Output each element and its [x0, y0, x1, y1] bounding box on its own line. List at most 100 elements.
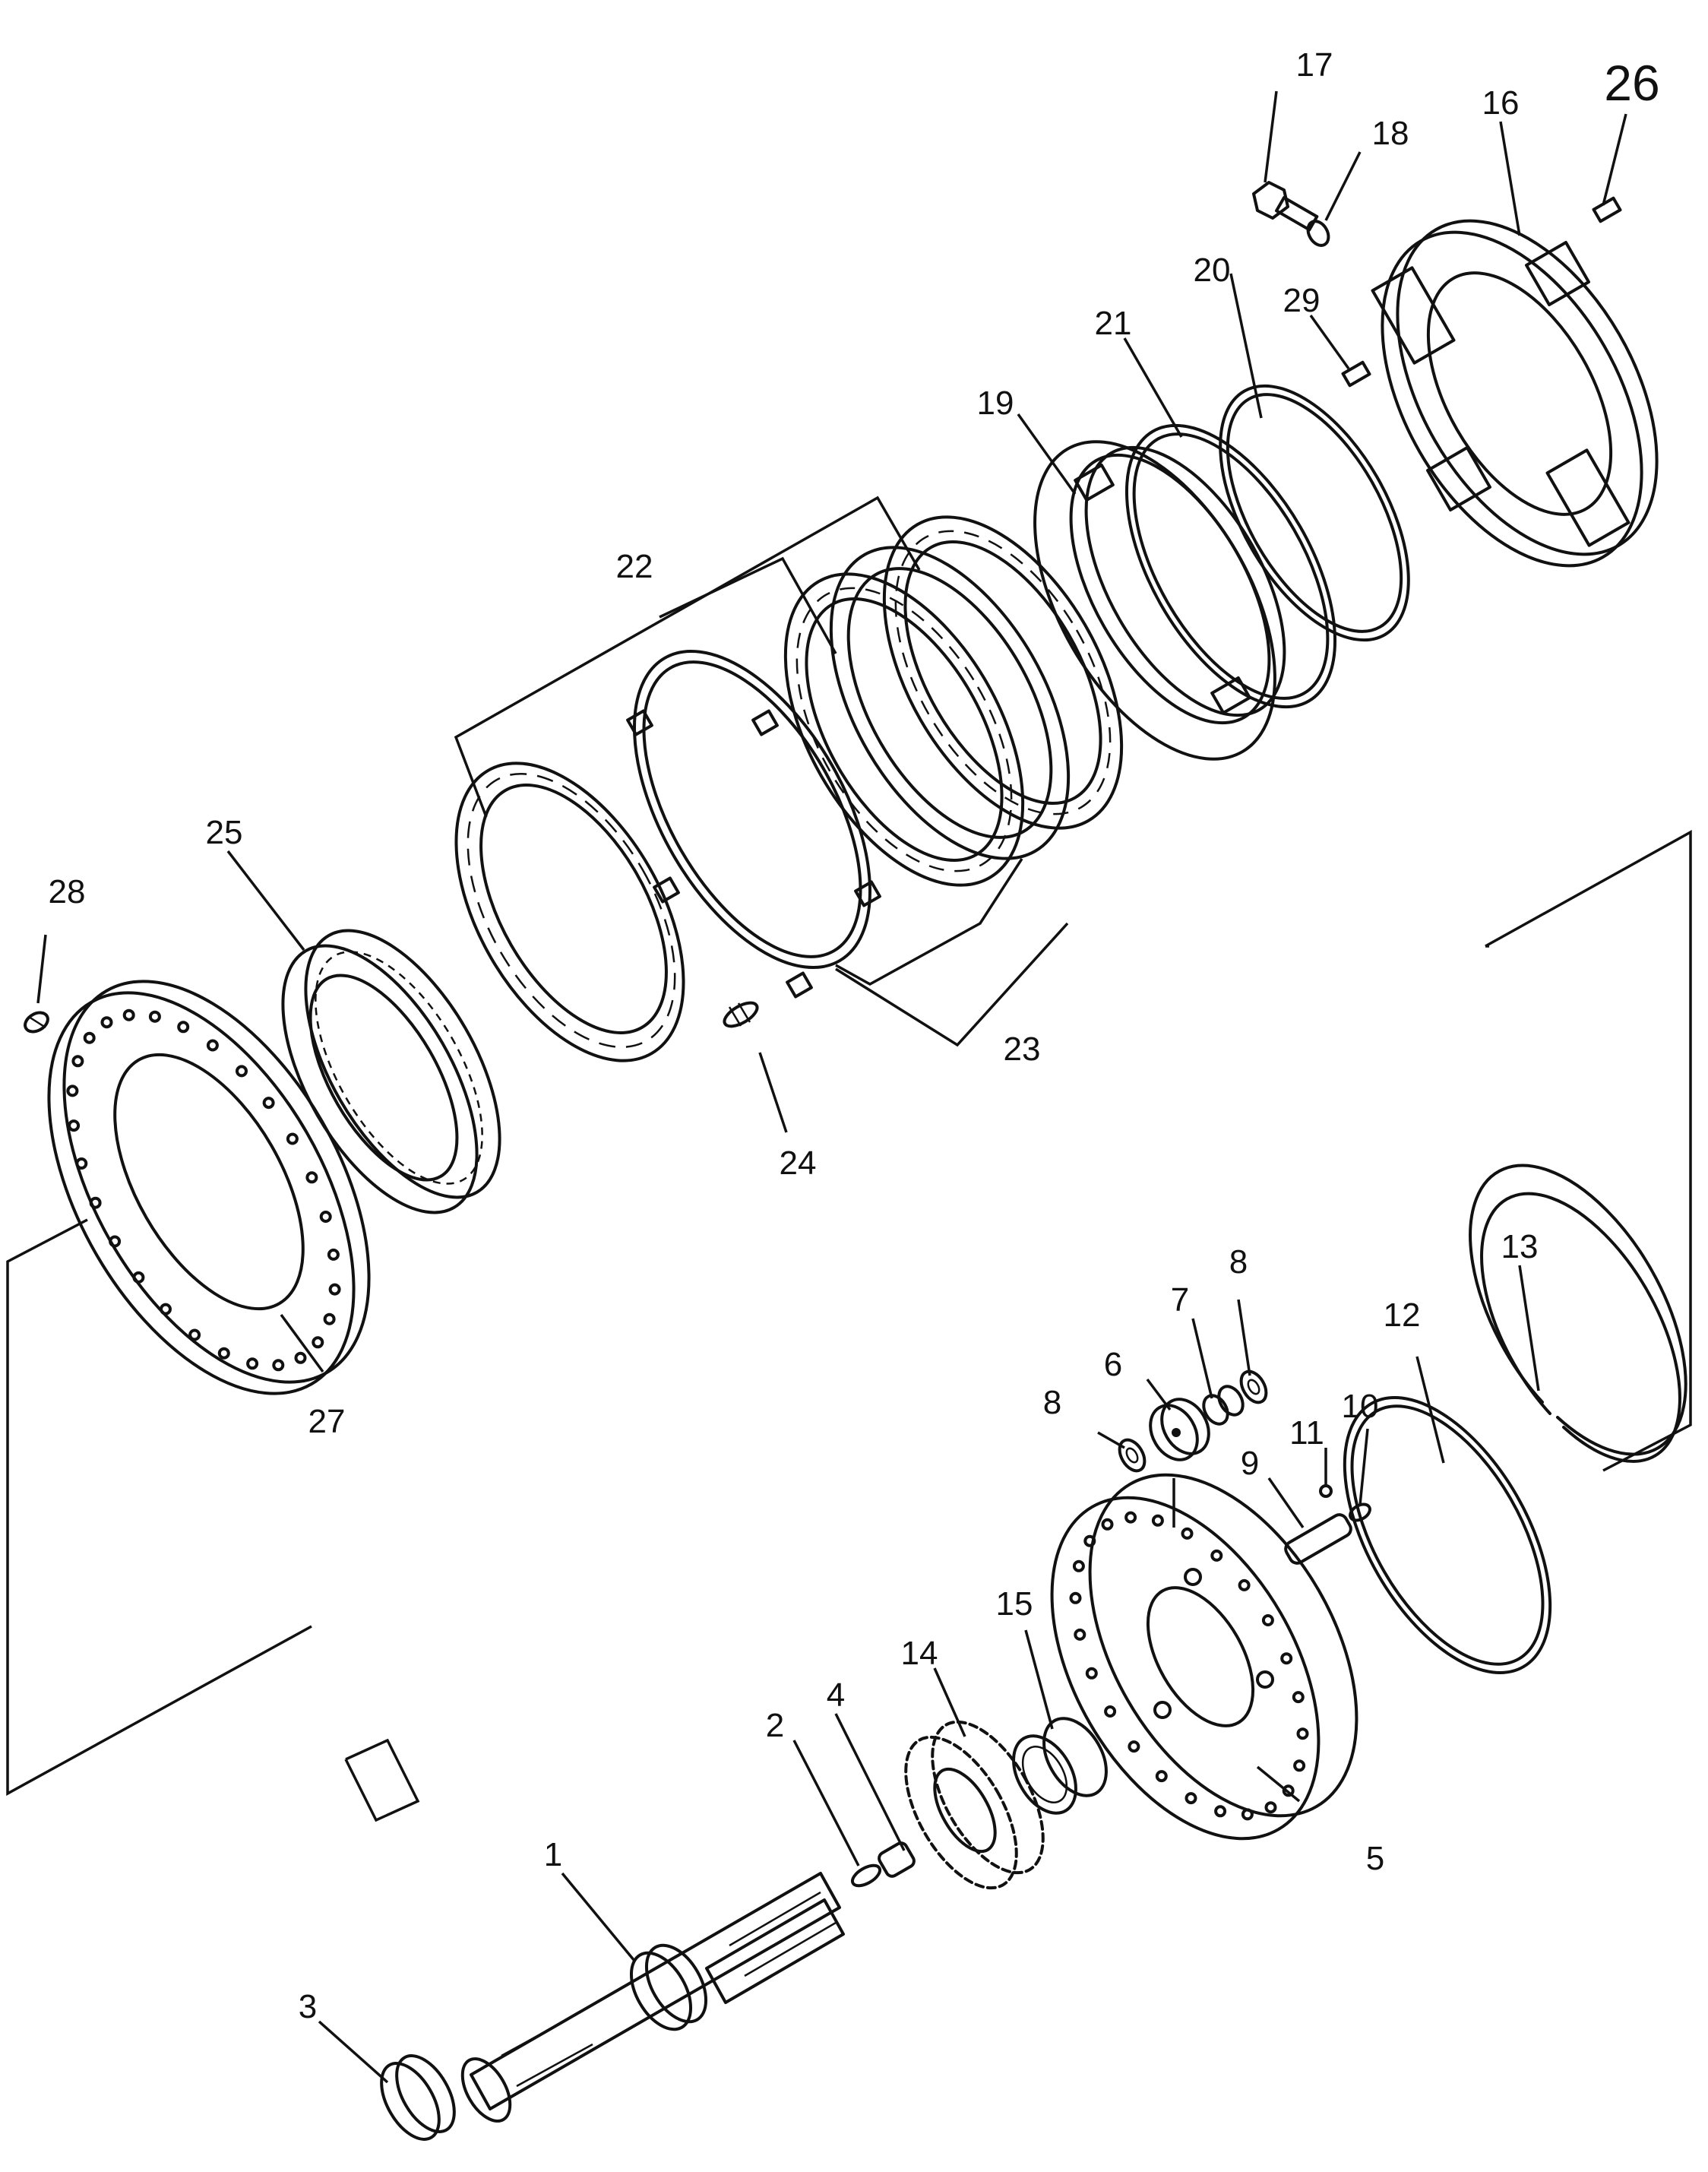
bolt-hole — [294, 1351, 307, 1364]
bolt-hole — [83, 1031, 96, 1044]
label-24: 24 — [780, 1145, 817, 1182]
bolt-hole — [75, 1157, 88, 1170]
label-10: 10 — [1342, 1388, 1379, 1425]
bolt-hole — [1238, 1578, 1251, 1591]
label-8a: 8 — [1043, 1384, 1061, 1421]
label-5: 5 — [1366, 1840, 1384, 1877]
part-14-gear — [904, 1720, 1045, 1890]
bolt-hole — [1280, 1652, 1293, 1665]
bolt-hole — [109, 1235, 122, 1248]
bolt-hole — [1128, 1740, 1140, 1753]
part-25-hub — [281, 929, 501, 1214]
bolt-hole — [122, 1008, 135, 1021]
label-25: 25 — [206, 814, 243, 851]
bolt-hole — [1292, 1691, 1305, 1704]
bolt-hole — [1261, 1614, 1274, 1626]
bolt-hole — [66, 1084, 79, 1097]
bolt-hole — [328, 1283, 341, 1296]
bolt-hole — [1181, 1527, 1194, 1540]
assembly-guide-lines — [6, 496, 1692, 1822]
part-19-housing — [1033, 440, 1286, 761]
label-4: 4 — [827, 1676, 845, 1714]
bolt-hole — [305, 1171, 318, 1184]
part-3-snap-ring — [380, 2054, 456, 2141]
bolt-hole — [319, 1211, 332, 1223]
bolt-hole — [1101, 1518, 1114, 1531]
label-7: 7 — [1171, 1281, 1189, 1319]
bolt-hole — [1069, 1591, 1082, 1604]
part-27-disc — [47, 980, 371, 1395]
callout-labels: 1 2 3 4 5 6 7 8 8 9 10 11 12 13 14 15 16… — [49, 46, 1660, 2025]
part-6-gear — [1149, 1398, 1210, 1461]
bolt-hole — [312, 1336, 324, 1349]
label-8b: 8 — [1229, 1243, 1248, 1281]
label-11: 11 — [1289, 1414, 1324, 1452]
bolt-hole — [1155, 1770, 1168, 1783]
part-28-plug — [24, 1011, 49, 1034]
part-22-ring — [626, 649, 881, 999]
label-20: 20 — [1194, 252, 1231, 289]
part-7-bearing — [1202, 1385, 1245, 1426]
label-16: 16 — [1482, 84, 1520, 122]
bolt-hole — [272, 1359, 285, 1372]
label-6: 6 — [1104, 1346, 1122, 1383]
label-14: 14 — [901, 1635, 938, 1672]
label-22: 22 — [616, 548, 653, 585]
label-9: 9 — [1241, 1445, 1259, 1482]
bolt-hole — [323, 1312, 336, 1325]
bolt-hole — [188, 1328, 201, 1341]
part-5-carrier-gear — [1050, 1473, 1358, 1841]
part-1-main-shaft — [460, 1872, 845, 2123]
bolt-hole — [1124, 1511, 1137, 1524]
bolt-hole — [246, 1357, 259, 1370]
part-29-pin — [1341, 360, 1371, 388]
label-28: 28 — [49, 873, 86, 910]
part-12-ring — [1343, 1396, 1552, 1674]
bolt-hole — [160, 1303, 172, 1316]
bolt-hole — [132, 1271, 145, 1284]
bolt-hole — [1151, 1514, 1164, 1527]
label-29: 29 — [1283, 282, 1321, 319]
part-8a-washer — [1118, 1438, 1147, 1473]
bolt-hole — [206, 1039, 219, 1052]
bolt-hole — [1282, 1784, 1295, 1797]
leader-lines — [36, 90, 1627, 2084]
bolt-hole — [1083, 1534, 1096, 1547]
part-15-bearing — [1012, 1717, 1108, 1815]
bolt-hole — [1296, 1727, 1309, 1740]
bolt-hole — [1085, 1667, 1098, 1680]
label-12: 12 — [1384, 1297, 1421, 1334]
label-23: 23 — [1004, 1031, 1041, 1068]
bolt-hole — [1185, 1792, 1197, 1805]
bolt-hole — [236, 1065, 248, 1078]
bolt-hole — [262, 1097, 275, 1110]
part-24-spring — [723, 1001, 759, 1028]
bolt-hole — [327, 1248, 340, 1261]
part-18-washer — [1306, 220, 1330, 247]
bolt-hole — [1264, 1801, 1277, 1814]
label-13: 13 — [1501, 1228, 1539, 1265]
label-3: 3 — [299, 1988, 317, 2025]
part-26-pin — [1592, 196, 1622, 223]
bolt-hole — [1293, 1759, 1306, 1772]
part-23-discs — [783, 515, 1124, 887]
bolt-hole — [286, 1132, 299, 1145]
part-2-spring — [850, 1863, 882, 1888]
label-2: 2 — [766, 1707, 784, 1744]
bolt-hole — [1072, 1559, 1085, 1572]
bolt-hole — [148, 1010, 161, 1023]
bolt-hole — [1241, 1808, 1254, 1821]
label-19: 19 — [977, 385, 1014, 422]
bolt-hole — [100, 1016, 113, 1029]
bolt-hole — [71, 1055, 84, 1068]
label-21: 21 — [1095, 305, 1132, 342]
label-26: 26 — [1604, 55, 1659, 111]
label-27: 27 — [308, 1403, 346, 1440]
part-17-bolt — [1252, 181, 1319, 232]
bolt-hole — [1104, 1705, 1117, 1718]
part-4-bushing — [878, 1841, 916, 1878]
label-18: 18 — [1372, 115, 1409, 152]
part-22-plate — [454, 761, 685, 1062]
bolt-hole — [89, 1196, 102, 1209]
